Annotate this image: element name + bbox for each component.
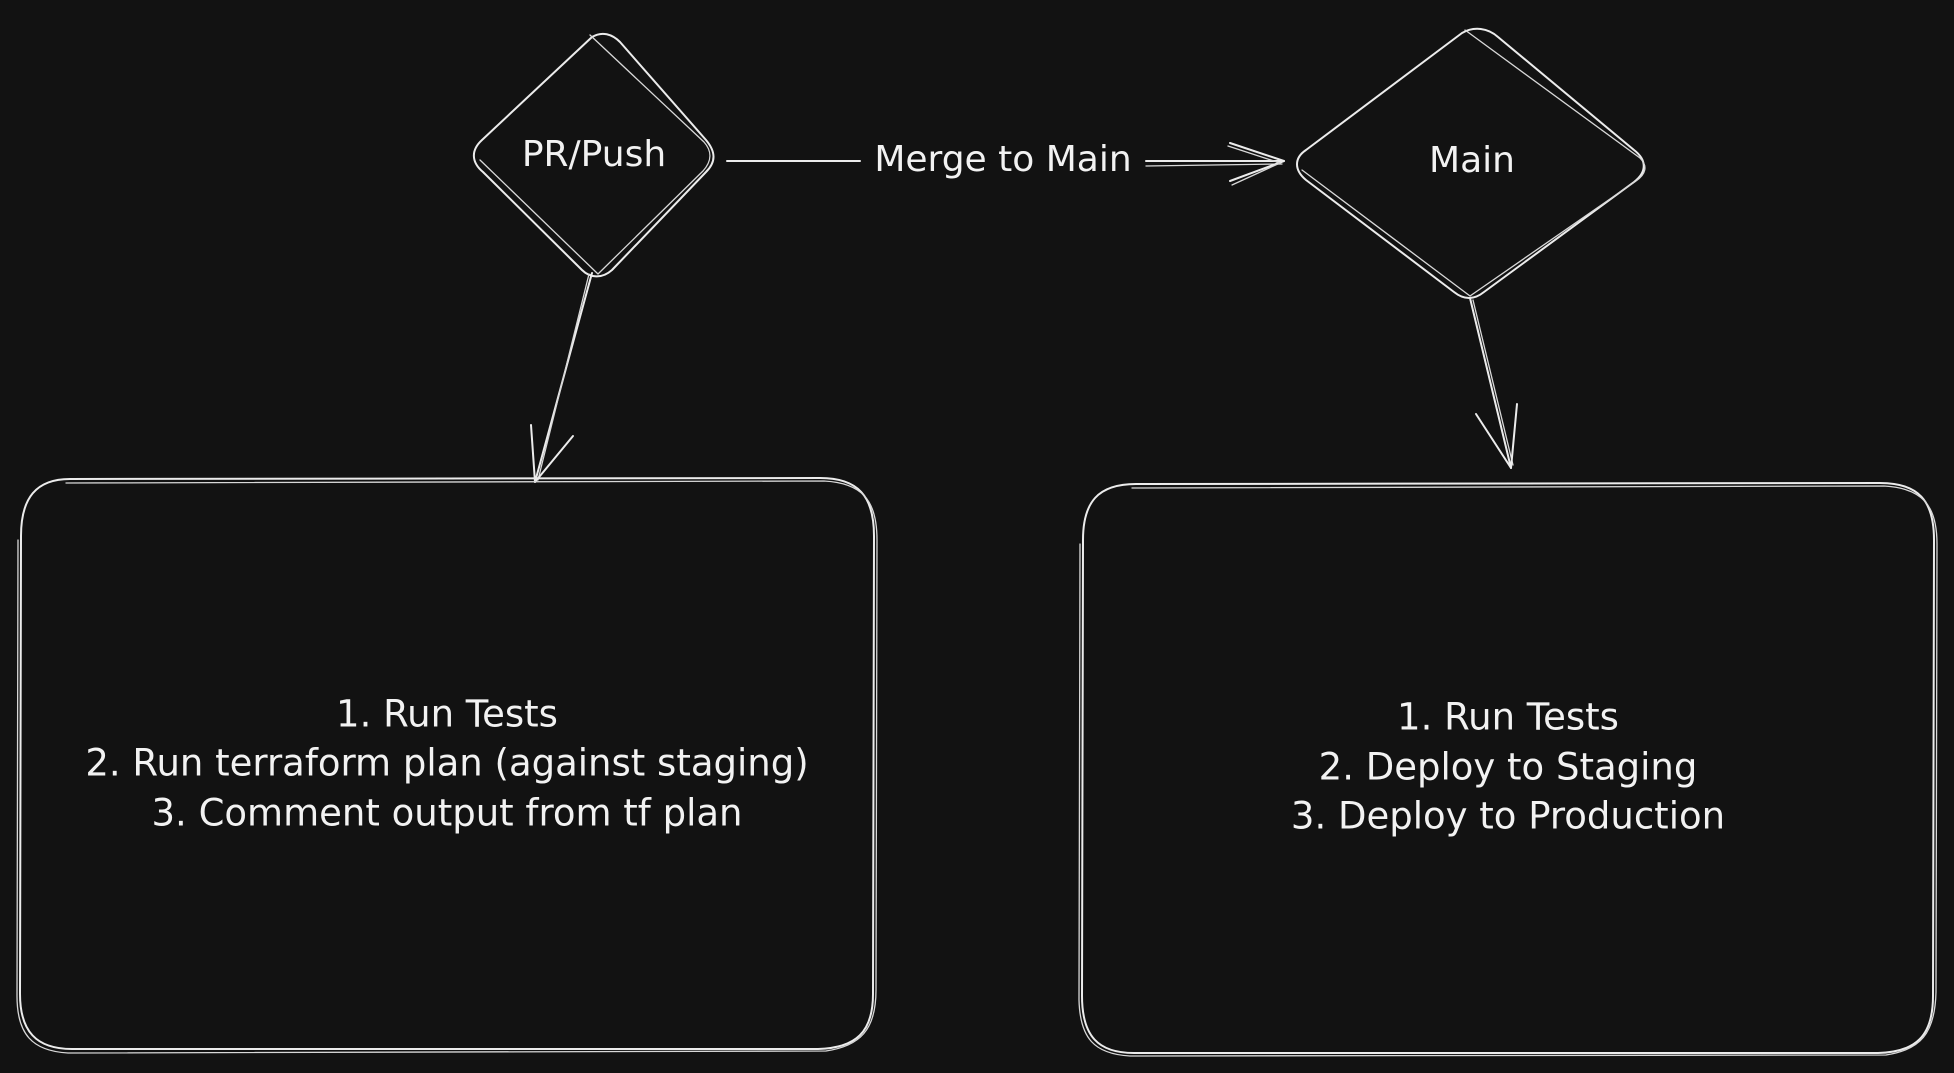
merge-to-main-arrow: Merge to Main xyxy=(726,139,1285,186)
main-step-2: 2. Deploy to Staging xyxy=(1319,746,1698,789)
pr-push-node[interactable]: PR/Push xyxy=(472,32,715,278)
pr-push-label: PR/Push xyxy=(522,134,666,175)
merge-to-main-label: Merge to Main xyxy=(874,139,1131,180)
pr-step-1: 1. Run Tests xyxy=(336,693,558,736)
main-step-1: 1. Run Tests xyxy=(1397,696,1619,739)
main-to-steps-arrow xyxy=(1469,297,1518,469)
main-step-3: 3. Deploy to Production xyxy=(1291,795,1725,838)
main-steps-box[interactable]: 1. Run Tests 2. Deploy to Staging 3. Dep… xyxy=(1078,482,1938,1057)
main-label: Main xyxy=(1429,140,1515,181)
pr-step-2: 2. Run terraform plan (against staging) xyxy=(85,742,808,785)
pr-steps-box[interactable]: 1. Run Tests 2. Run terraform plan (agai… xyxy=(16,477,878,1054)
main-node[interactable]: Main xyxy=(1296,27,1646,299)
pr-to-steps-arrow xyxy=(530,272,593,483)
pr-step-3: 3. Comment output from tf plan xyxy=(152,792,743,835)
